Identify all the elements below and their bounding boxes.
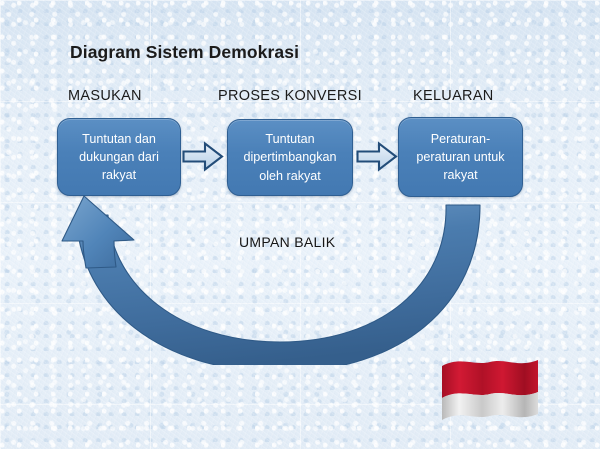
indonesia-flag-icon (442, 360, 538, 420)
feedback-arrow-icon (61, 195, 481, 365)
column-header-masukan: MASUKAN (68, 88, 142, 104)
node-box-proses-konversi[interactable]: Tuntutan dipertimbangkan oleh rakyat (227, 119, 353, 196)
node-box-masukan[interactable]: Tuntutan dan dukungan dari rakyat (57, 118, 181, 196)
column-header-keluaran: KELUARAN (413, 88, 494, 104)
column-header-proses-konversi: PROSES KONVERSI (218, 88, 362, 104)
page-title: Diagram Sistem Demokrasi (70, 42, 300, 62)
feedback-label: UMPAN BALIK (239, 234, 336, 250)
arrow-right-icon-masukan-to-proses (182, 141, 224, 172)
arrow-right-icon-proses-to-keluaran (356, 141, 398, 172)
node-box-keluaran[interactable]: Peraturan-peraturan untuk rakyat (398, 117, 523, 197)
